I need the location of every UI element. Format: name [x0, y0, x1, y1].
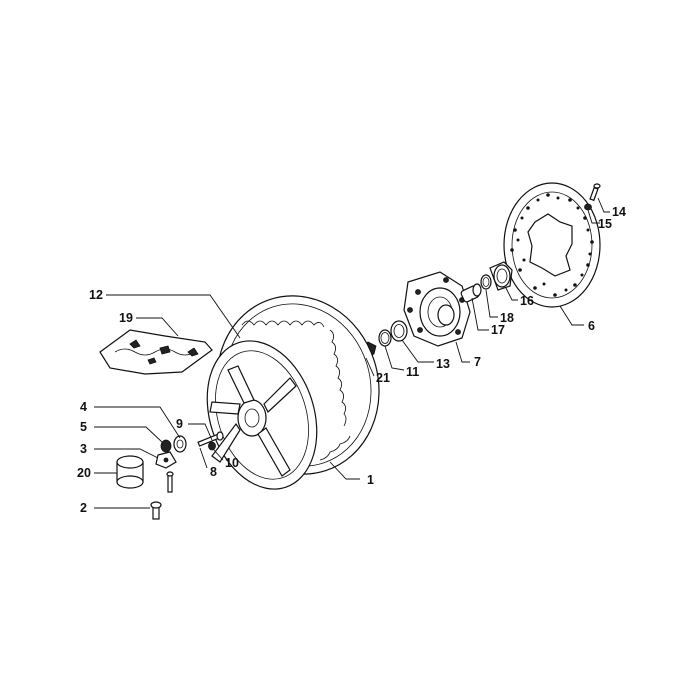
valve-nut: [160, 439, 172, 453]
seal-ring: [480, 274, 492, 290]
callout-17: 17: [491, 323, 505, 337]
callout-5: 5: [80, 420, 87, 434]
oil-seal: [390, 320, 408, 342]
valve-body: [155, 451, 177, 469]
callout-7: 7: [474, 355, 481, 369]
callout-21: 21: [376, 371, 390, 385]
callout-12: 12: [89, 288, 103, 302]
wheel-spacer: [116, 455, 144, 489]
callout-8: 8: [210, 465, 217, 479]
callout-13: 13: [436, 357, 450, 371]
callout-14: 14: [612, 205, 626, 219]
wheel-bolt: [197, 431, 224, 447]
valve-screw: [150, 501, 162, 520]
callout-labels: 1 2 3 4 5 6 7 8 9 10 11 12 13 14 15 16 1…: [77, 205, 626, 515]
callout-20: 20: [77, 466, 91, 480]
valve-stem: [166, 471, 174, 493]
callout-2: 2: [80, 501, 87, 515]
callout-18: 18: [500, 311, 514, 325]
callout-11: 11: [406, 365, 419, 379]
brake-disc: [503, 182, 601, 308]
callout-3: 3: [80, 442, 87, 456]
rim-tape: [99, 329, 213, 375]
circlip: [378, 329, 392, 347]
leader-lines: [94, 197, 610, 509]
bolt-washer: [208, 441, 216, 451]
wheel-rim: [206, 340, 318, 490]
disc-screw: [589, 183, 601, 202]
callout-15: 15: [598, 217, 612, 231]
callout-10: 10: [225, 456, 239, 470]
hub-spacer: [460, 283, 482, 303]
callout-16: 16: [520, 294, 534, 308]
callout-19: 19: [119, 311, 133, 325]
disc-washer: [584, 203, 592, 211]
wheel-hub: [403, 271, 471, 347]
valve-cap: [173, 435, 187, 453]
callout-9: 9: [176, 417, 183, 431]
callout-6: 6: [588, 319, 595, 333]
hub-bush: [489, 261, 513, 291]
callout-1: 1: [367, 473, 374, 487]
callout-4: 4: [80, 400, 87, 414]
